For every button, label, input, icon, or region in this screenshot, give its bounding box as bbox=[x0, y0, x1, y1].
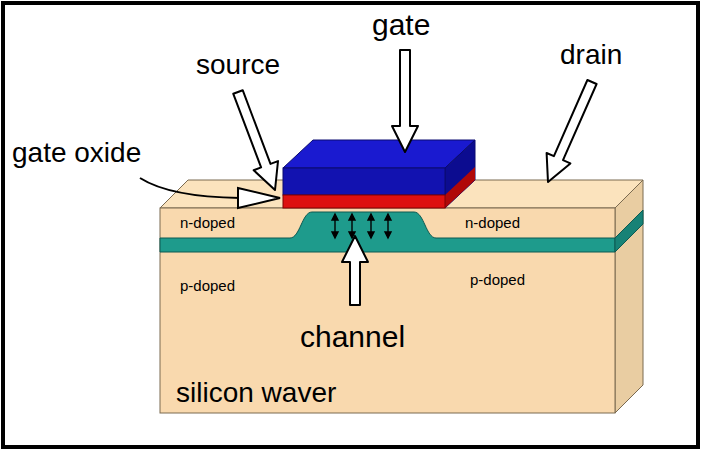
region-label: p-doped bbox=[180, 278, 235, 295]
gate-side-face bbox=[445, 140, 475, 208]
part-label: channel bbox=[300, 320, 405, 353]
gate-oxide-side bbox=[445, 167, 475, 208]
part-label: gate bbox=[372, 8, 430, 41]
gate-oxide-front bbox=[283, 195, 445, 208]
field-arrows bbox=[332, 214, 391, 238]
wafer-front-face bbox=[160, 208, 615, 413]
depletion-band bbox=[160, 212, 615, 252]
region-label: n-doped bbox=[465, 215, 520, 232]
region-label: n-doped bbox=[180, 215, 235, 232]
pointer-arrow bbox=[547, 80, 597, 182]
frame bbox=[3, 3, 698, 447]
region-label: p-doped bbox=[470, 272, 525, 289]
gate-top-face bbox=[283, 140, 475, 168]
pointer-arrow bbox=[233, 90, 278, 190]
gate-oxide-leader bbox=[140, 178, 240, 198]
pointer-arrow bbox=[392, 50, 418, 152]
gate-front-face bbox=[283, 168, 445, 195]
part-label: silicon waver bbox=[176, 378, 336, 409]
gate-oxide-arrowhead bbox=[238, 188, 280, 208]
pointer-arrows bbox=[233, 50, 596, 305]
part-label: source bbox=[196, 50, 280, 81]
depletion-band-side bbox=[615, 210, 643, 252]
wafer-side-face bbox=[615, 180, 643, 413]
part-label: gate oxide bbox=[12, 138, 141, 169]
part-label: drain bbox=[560, 40, 622, 71]
pointer-arrow bbox=[342, 236, 368, 305]
